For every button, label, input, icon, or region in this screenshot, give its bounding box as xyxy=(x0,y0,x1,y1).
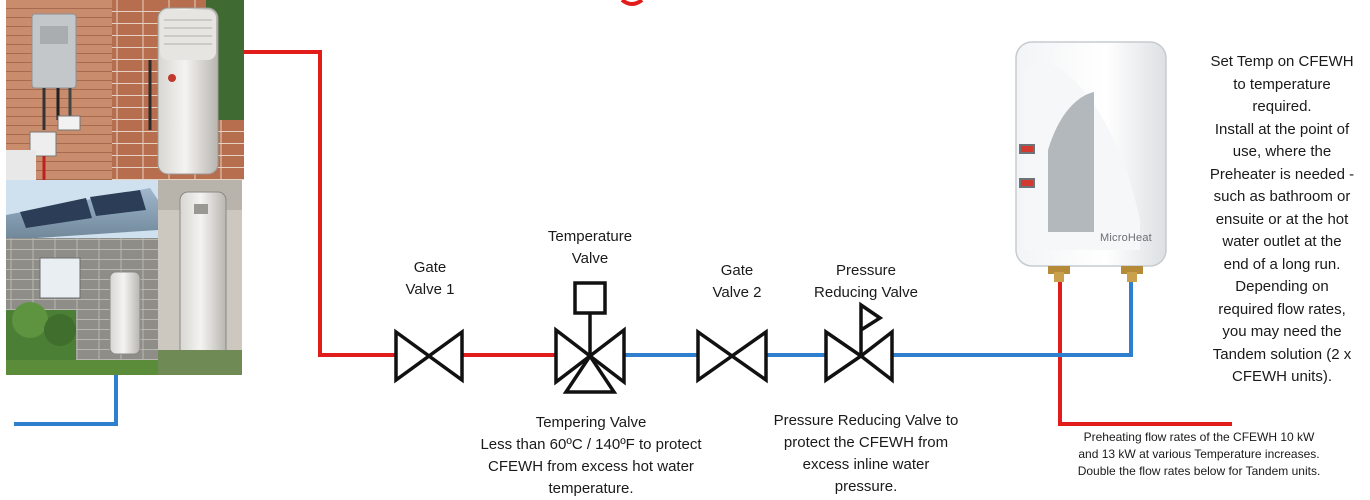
heater-brand-label: MicroHeat xyxy=(1100,232,1152,244)
temperature-valve-label: Temperature Valve xyxy=(547,228,633,267)
prv-note: Pressure Reducing Valve to protect the C… xyxy=(773,412,959,495)
cfewh-install-note: Set Temp on CFEWH to temperature require… xyxy=(1209,53,1355,385)
photo-storage-tank xyxy=(158,180,242,375)
top-red-mark xyxy=(620,0,644,6)
tempering-valve-note: Tempering Valve Less than 60ºC / 140ºF t… xyxy=(480,414,702,497)
gate-valve-1-label: Gate Valve 1 xyxy=(405,259,455,298)
photo-heat-pump-tank xyxy=(112,0,244,180)
cold-water-pipe xyxy=(14,280,1133,426)
hot-water-pipe xyxy=(244,50,1232,426)
photo-gas-water-heater xyxy=(6,0,112,180)
tempering-valve-symbol xyxy=(554,281,626,394)
cfewh-heater-unit xyxy=(1015,41,1167,282)
pressure-reducing-valve-label: Pressure Reducing Valve xyxy=(814,262,918,301)
pressure-reducing-valve-symbol xyxy=(824,301,894,384)
gate-valve-2-label: Gate Valve 2 xyxy=(712,262,762,301)
gate-valve-1-symbol xyxy=(394,328,464,384)
flow-rate-note: Preheating flow rates of the CFEWH 10 kW… xyxy=(1077,430,1321,478)
gate-valve-2-symbol xyxy=(696,328,768,384)
photo-solar-water-heater xyxy=(6,180,158,375)
